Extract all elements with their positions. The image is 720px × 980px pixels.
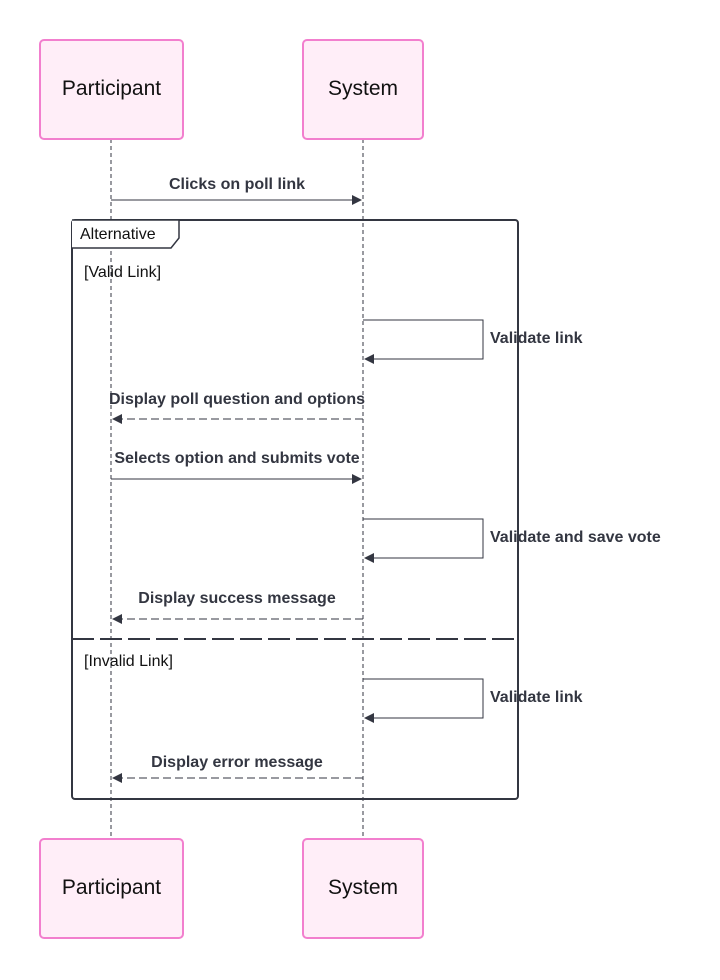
message-label-display-success: Display success message (138, 590, 336, 607)
message-label-clicks-poll-link: Clicks on poll link (169, 176, 305, 193)
alt-frame-label: Alternative (80, 226, 156, 243)
self-arrow-validate-link-2 (363, 678, 484, 723)
self-arrow-validate-link-1 (363, 319, 484, 364)
message-label-validate-link-1: Validate link (490, 330, 583, 347)
message-label-validate-save-vote: Validate and save vote (490, 529, 661, 546)
message-label-validate-link-2: Validate link (490, 689, 583, 706)
message-label-display-poll: Display poll question and options (109, 391, 365, 408)
message-label-submit-vote: Selects option and submits vote (114, 450, 359, 467)
actor-label-participant-top: Participant (62, 77, 161, 100)
actor-box-participant-bottom (39, 838, 184, 939)
actor-box-system-bottom (302, 838, 424, 939)
actor-label-participant-bottom: Participant (62, 876, 161, 899)
actor-label-system-bottom: System (328, 876, 398, 899)
actor-box-participant-top (39, 39, 184, 140)
actor-label-system-top: System (328, 77, 398, 100)
actor-box-system-top (302, 39, 424, 140)
message-label-display-error: Display error message (151, 754, 323, 771)
condition-valid-link: [Valid Link] (84, 264, 161, 281)
alt-frame (71, 219, 519, 800)
alt-frame-tab (72, 219, 180, 249)
self-arrow-validate-save-vote (363, 518, 484, 563)
condition-invalid-link: [Invalid Link] (84, 653, 173, 670)
